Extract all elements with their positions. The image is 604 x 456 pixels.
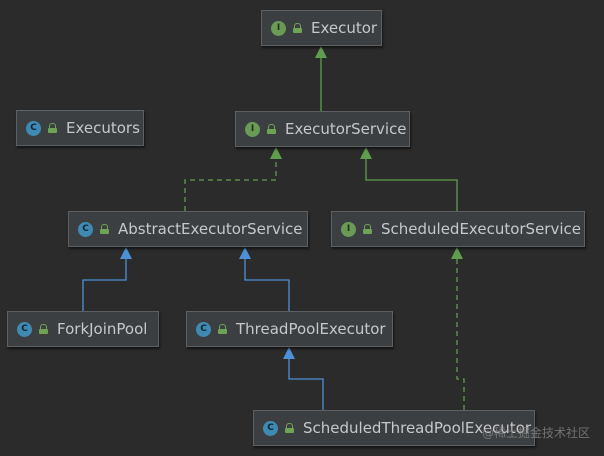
class-badge-icon: C <box>263 420 278 436</box>
interface-badge-icon: I <box>245 121 260 137</box>
node-label: ScheduledExecutorService <box>381 220 581 238</box>
arrowhead-executorservice-left <box>270 147 282 159</box>
watermark: @稀土掘金技术社区 <box>481 426 590 440</box>
lock-icon <box>218 324 227 334</box>
node-label: Executors <box>66 119 140 137</box>
class-badge-icon: C <box>17 321 32 337</box>
class-badge-icon: C <box>196 321 211 337</box>
edge-scheduledthreadpoolexecutor-threadpoolexecutor <box>288 359 324 410</box>
interface-badge-icon: I <box>271 20 286 36</box>
node-label: ExecutorService <box>285 120 407 138</box>
arrowhead-scheduledexecutorservice <box>451 247 463 259</box>
node-thread-pool-executor[interactable]: C ThreadPoolExecutor <box>186 311 393 347</box>
lock-icon <box>267 124 276 134</box>
node-label: ForkJoinPool <box>57 320 148 338</box>
node-abstract-executor-service[interactable]: C AbstractExecutorService <box>68 211 308 247</box>
node-scheduled-thread-pool-executor[interactable]: C ScheduledThreadPoolExecutor <box>253 410 535 446</box>
arrowhead-executor <box>315 46 327 58</box>
node-label: ThreadPoolExecutor <box>236 320 386 338</box>
class-badge-icon: C <box>26 120 41 136</box>
node-scheduled-executor-service[interactable]: I ScheduledExecutorService <box>331 211 585 247</box>
lock-icon <box>39 324 48 334</box>
edge-forkjoinpool-abstractexecutorservice <box>82 259 127 311</box>
arrowhead-abstractexecutorservice-left <box>120 247 132 259</box>
lock-icon <box>363 224 372 234</box>
node-executors[interactable]: C Executors <box>16 110 144 146</box>
edge-threadpoolexecutor-abstractexecutorservice <box>244 259 290 311</box>
edge-scheduledexecutorservice-executorservice <box>365 159 458 211</box>
lock-icon <box>293 23 302 33</box>
node-executor[interactable]: I Executor <box>261 10 382 46</box>
node-executor-service[interactable]: I ExecutorService <box>235 111 410 147</box>
class-badge-icon: C <box>78 221 93 237</box>
arrowhead-threadpoolexecutor <box>283 347 295 359</box>
node-fork-join-pool[interactable]: C ForkJoinPool <box>7 311 159 347</box>
lock-icon <box>100 224 109 234</box>
edge-abstractexecutorservice-executorservice <box>184 159 277 211</box>
edge-scheduledthreadpoolexecutor-scheduledexecutorservice <box>456 259 465 410</box>
interface-badge-icon: I <box>341 221 356 237</box>
node-label: Executor <box>311 19 378 37</box>
arrowhead-abstractexecutorservice-right <box>239 247 251 259</box>
lock-icon <box>48 123 57 133</box>
node-label: ScheduledThreadPoolExecutor <box>303 419 532 437</box>
lock-icon <box>285 423 294 433</box>
arrowhead-executorservice-right <box>360 147 372 159</box>
node-label: AbstractExecutorService <box>118 220 303 238</box>
